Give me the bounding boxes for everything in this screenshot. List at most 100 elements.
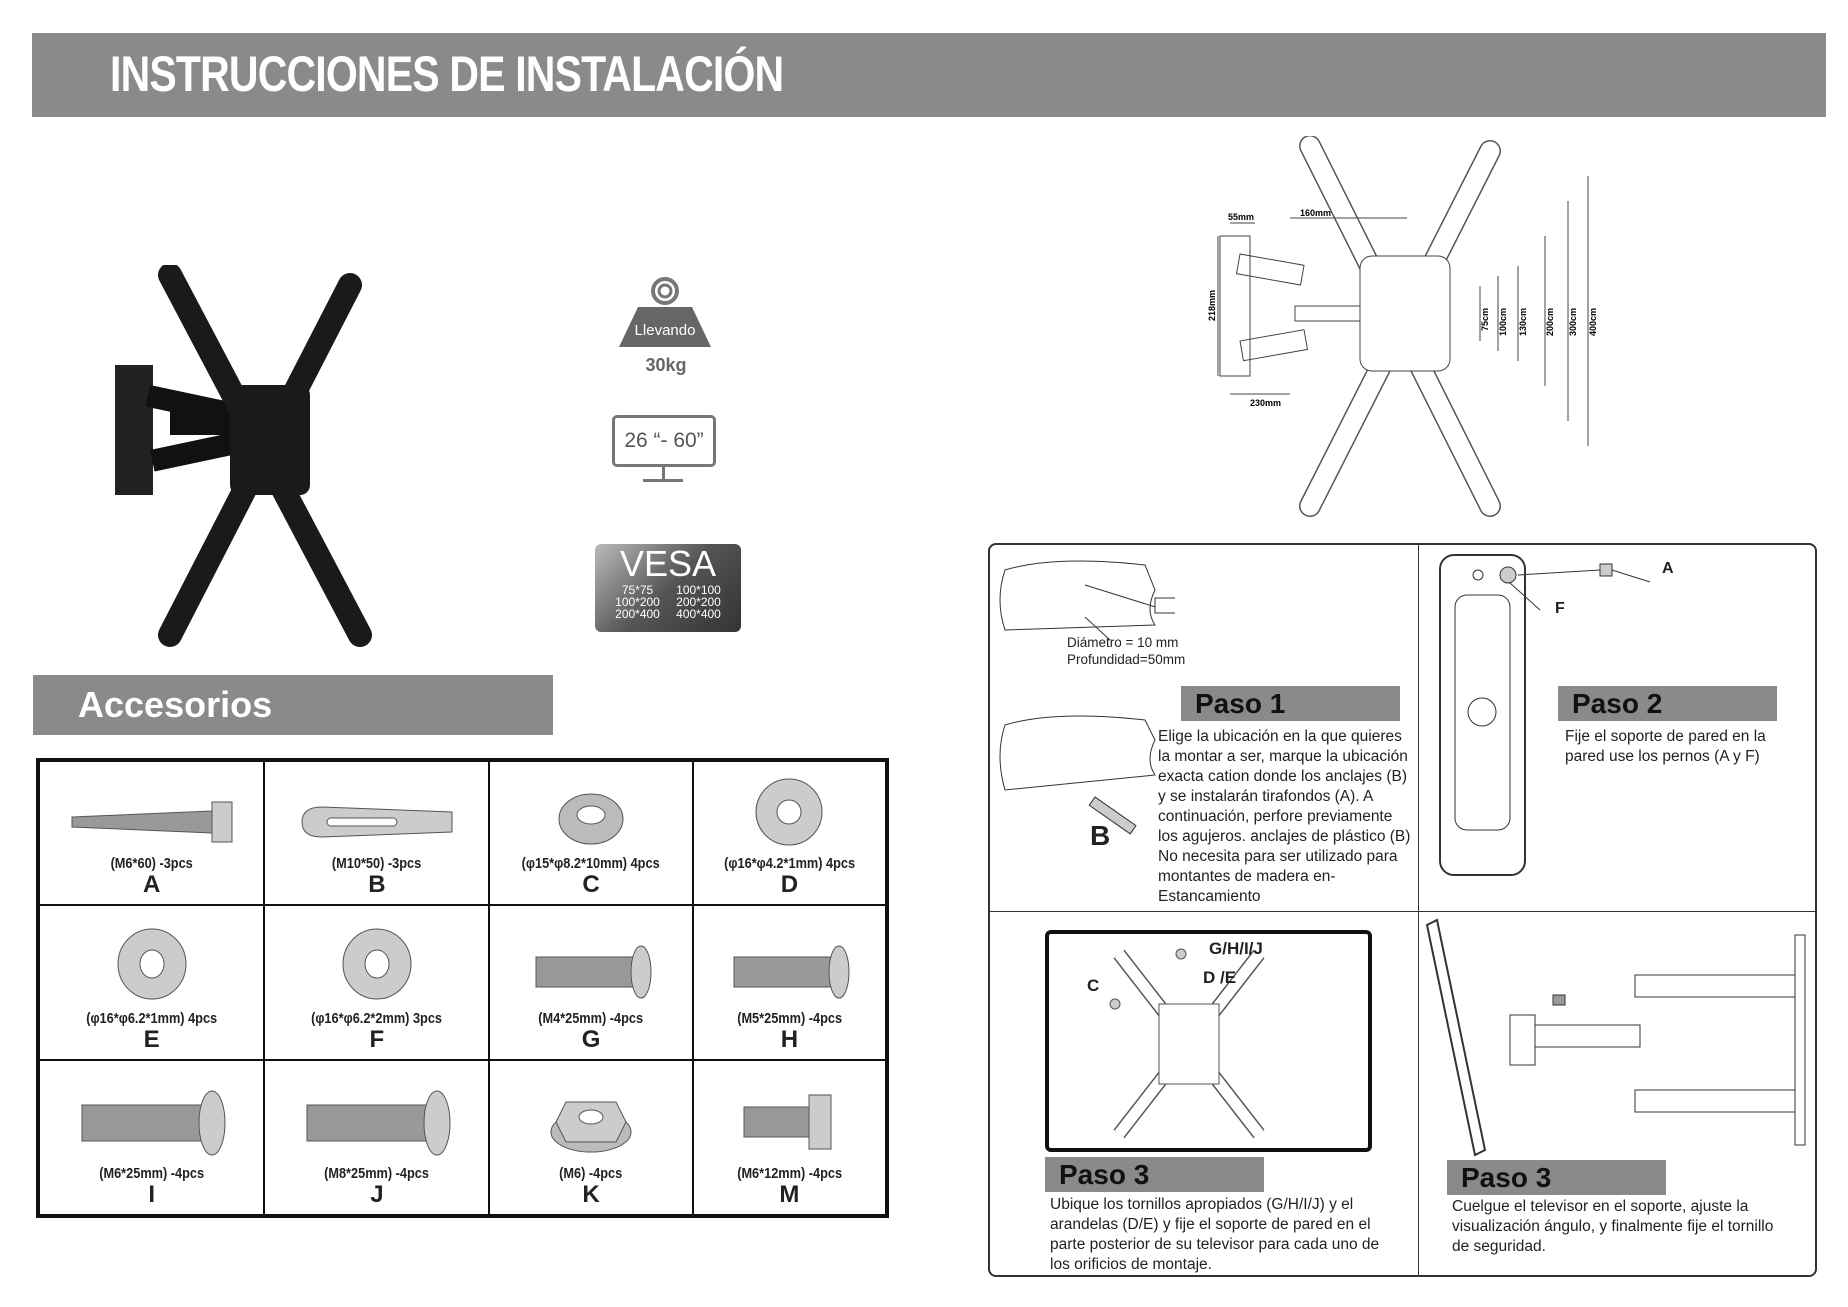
- dim-label: 218mm: [1207, 290, 1217, 321]
- part-spec: (M8*25mm) -4pcs: [324, 1165, 430, 1182]
- vesa-size: 100*100: [676, 583, 721, 597]
- load-value: 30kg: [645, 355, 687, 375]
- accessories-header: Accesorios: [33, 675, 553, 735]
- screw-icon: [535, 945, 652, 999]
- step1-text: Elige la ubicación en la que quieres la …: [1158, 728, 1411, 905]
- dim-label: 160mm: [1300, 208, 1331, 218]
- divider: [1418, 543, 1419, 1277]
- dim-label: 400cm: [1588, 308, 1598, 336]
- spacer-label: C: [1087, 976, 1100, 995]
- part-spec: (M6) -4pcs: [559, 1165, 623, 1182]
- screen-size-icon: 26 “- 60”: [612, 415, 716, 467]
- anchor-icon: [1088, 796, 1137, 835]
- vesa-size: 400*400: [676, 607, 721, 621]
- dimension-diagram: 55mm 160mm 218mm 230mm 75cm 100cm 130cm …: [1207, 136, 1598, 517]
- anchor-label: B: [1090, 820, 1111, 851]
- part-letter: J: [370, 1181, 384, 1208]
- screw-icon: [81, 1090, 226, 1156]
- vesa-size: 75*75: [621, 583, 654, 597]
- washer-icon: [755, 778, 823, 846]
- dim-label: 75cm: [1480, 308, 1490, 331]
- vesa-size: 100*200: [615, 595, 660, 609]
- screen-size: 26 “- 60”: [624, 429, 704, 452]
- wall-plate-illustration: [1439, 554, 1651, 876]
- dim-label: 300cm: [1568, 308, 1578, 336]
- part-letter: C: [582, 871, 600, 898]
- drill-diameter: Diámetro = 10 mm: [1067, 635, 1179, 650]
- tv-mount-product-image: [115, 265, 372, 647]
- monitor-base: [643, 479, 683, 482]
- wall-anchor-icon: [301, 806, 453, 838]
- part-spec: (φ16*φ6.2*2mm) 3pcs: [311, 1010, 443, 1027]
- load-capacity: Llevando 30kg: [616, 275, 746, 376]
- tv-bracket-diagram: G/H/I/J D /E C: [1045, 930, 1372, 1152]
- vesa-size: 200*200: [676, 595, 721, 609]
- spacer-icon: [558, 793, 624, 845]
- part-letter: A: [142, 871, 161, 898]
- step1-title: Paso 1: [1181, 686, 1400, 721]
- step3b-text: Cuelgue el televisor en el soporte, ajus…: [1452, 1198, 1774, 1255]
- screw-icon: [733, 945, 850, 999]
- part-spec: (M10*50) -3pcs: [332, 855, 422, 872]
- step3a-title: Paso 3: [1045, 1157, 1264, 1192]
- nut-icon: [550, 1101, 632, 1153]
- part-spec: (M6*12mm) -4pcs: [736, 1165, 842, 1182]
- part-letter: K: [582, 1181, 600, 1208]
- dim-label: 55mm: [1228, 212, 1254, 222]
- screw-icon: [306, 1090, 451, 1156]
- screw-label: G/H/I/J: [1209, 939, 1263, 958]
- vesa-title: VESA: [619, 543, 717, 584]
- load-label: Llevando: [635, 322, 696, 339]
- installation-steps: [988, 543, 1817, 1277]
- washer-icon: [342, 928, 412, 1000]
- part-letter: D: [780, 871, 799, 898]
- part-spec: (M6*60) -3pcs: [110, 855, 193, 872]
- divider: [988, 911, 1817, 912]
- hang-tv-illustration: [1425, 918, 1806, 1157]
- part-spec: (φ15*φ8.2*10mm) 4pcs: [522, 855, 661, 872]
- bolt-label-a: A: [1662, 560, 1674, 577]
- monitor-stand: [662, 467, 665, 481]
- page-header: INSTRUCCIONES DE INSTALACIÓN: [32, 33, 1826, 117]
- part-letter: M: [779, 1181, 800, 1208]
- page-title: INSTRUCCIONES DE INSTALACIÓN: [110, 46, 784, 102]
- step2-title: Paso 2: [1558, 686, 1777, 721]
- drill-specs: Diámetro = 10 mm Profundidad=50mm: [1067, 634, 1185, 668]
- part-letter: I: [148, 1181, 155, 1208]
- washer-icon: [117, 928, 187, 1000]
- part-spec: (M6*25mm) -4pcs: [99, 1165, 205, 1182]
- part-spec: (φ16*φ4.2*1mm) 4pcs: [723, 855, 855, 872]
- weight-icon: Llevando: [619, 277, 711, 347]
- drill-depth: Profundidad=50mm: [1067, 652, 1186, 667]
- washer-label: D /E: [1203, 968, 1237, 987]
- step3b-title: Paso 3: [1447, 1160, 1666, 1195]
- dim-label: 230mm: [1250, 398, 1281, 408]
- lag-bolt-icon: [71, 801, 233, 843]
- dim-label: 130cm: [1518, 308, 1528, 336]
- hex-bolt-icon: [743, 1094, 832, 1150]
- step3a-text: Ubique los tornillos apropiados (G/H/I/J…: [1050, 1196, 1380, 1273]
- part-letter: F: [369, 1026, 385, 1053]
- drill-wall-illustration: [999, 560, 1175, 835]
- dim-label: 200cm: [1545, 308, 1555, 336]
- step2-text: Fije el soporte de pared en la pared use…: [1565, 728, 1766, 765]
- part-letter: G: [581, 1026, 601, 1053]
- bolt-label-f: F: [1555, 600, 1565, 617]
- part-letter: H: [780, 1026, 799, 1053]
- part-spec: (M4*25mm) -4pcs: [538, 1010, 644, 1027]
- part-spec: (M5*25mm) -4pcs: [736, 1010, 842, 1027]
- accessories-title: Accesorios: [78, 684, 273, 725]
- tv-bracket-illustration: [1109, 948, 1265, 1139]
- part-letter: B: [368, 871, 386, 898]
